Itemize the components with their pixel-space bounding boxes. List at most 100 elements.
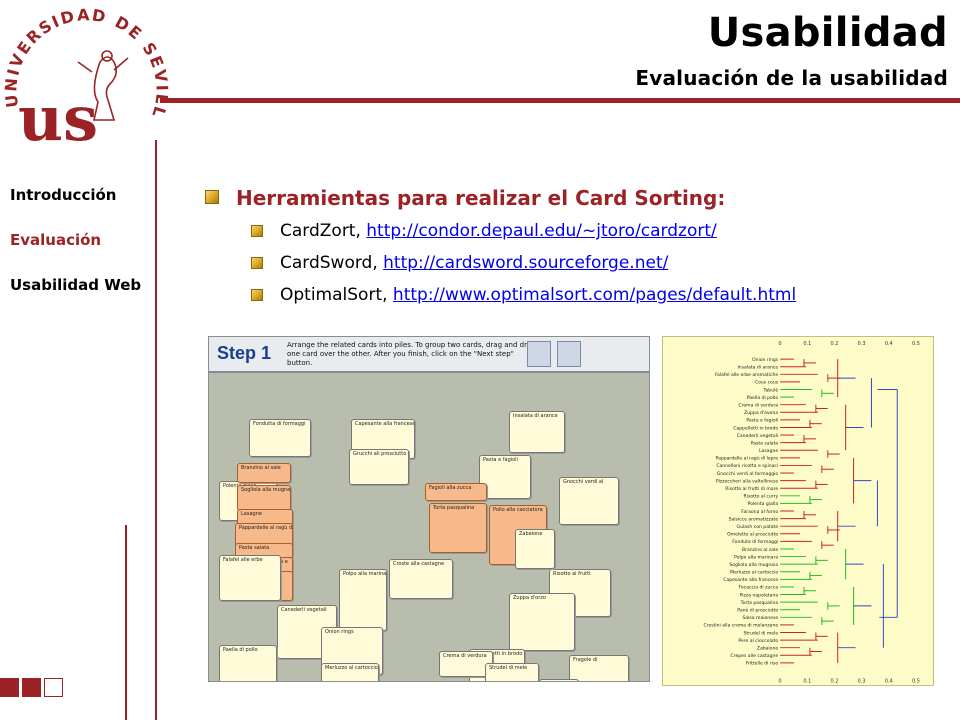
sort-card[interactable]: Paella di pollo — [219, 645, 277, 681]
card-label: Fragole di — [573, 657, 598, 663]
sidebar-divider — [155, 140, 157, 720]
dendrogram-leaf-label: Cous cous — [755, 380, 779, 386]
dendrogram-leaf-label: Insalata di arance — [737, 365, 778, 371]
sort-card[interactable]: Coous cous — [539, 679, 579, 681]
dendrogram-leaf-label: Gulash con patate — [737, 524, 779, 530]
dendrogram-leaf-label: Canederli vegetali — [737, 433, 778, 439]
tool-name: OptimalSort, — [280, 285, 393, 305]
sort-card[interactable]: Polpo alla marinara — [339, 569, 387, 631]
card-label: Grucchi ali prosciutto — [353, 451, 407, 457]
svg-text:us: us — [18, 82, 98, 155]
sort-card[interactable]: Zabaione — [515, 529, 555, 569]
sort-card[interactable]: Gnocchi verdi al — [559, 477, 619, 525]
dendrogram-leaf-label: Branzino al sale — [742, 547, 778, 553]
dendrogram-leaf-label: Pizzoccheri alla valtellinese — [716, 478, 778, 484]
cardzort-toolbar: Step 1 Arrange the related cards into pi… — [209, 337, 649, 373]
page-subtitle: Evaluación de la usabilidad — [635, 66, 948, 90]
bullet-icon — [251, 289, 263, 301]
dendrogram-leaf-label: Merluzzo al cartoccio — [730, 570, 778, 576]
card-label: Branzino al sale — [241, 465, 281, 471]
tool-item-cardsword: CardSword, http://cardsword.sourceforge.… — [251, 253, 669, 273]
exit-button[interactable] — [557, 341, 581, 367]
slide-progress-squares — [0, 678, 63, 697]
sort-card[interactable]: Crema di verdura — [439, 651, 493, 677]
sort-card[interactable]: Branzino al sale — [237, 463, 291, 483]
nav-item-evaluacion[interactable]: Evaluación — [10, 231, 102, 249]
card-label: Coous cous — [540, 680, 578, 681]
dendrogram-leaf-label: Zuppa d'avena — [744, 410, 778, 416]
dendrogram-leaf-label: Salsicce aromatizzate — [729, 516, 779, 522]
scale-tick-label: 0.1 — [803, 341, 811, 347]
step-instructions: Arrange the related cards into piles. To… — [287, 341, 536, 367]
scale-tick-label: 0.5 — [912, 679, 920, 685]
tool-link[interactable]: http://www.optimalsort.com/pages/default… — [392, 285, 797, 305]
card-label: Cappelletti in brodo — [473, 651, 523, 657]
sort-card[interactable]: Falafel alle erbe — [219, 555, 281, 601]
scale-tick-label: 0.2 — [831, 679, 839, 685]
dendrogram-leaf-label: Tabulè — [763, 386, 779, 393]
dendrogram-leaf-label: Zabaione — [757, 645, 779, 651]
scale-tick-label: 0.4 — [885, 341, 893, 347]
dendrogram-leaf-label: Crema di verdura — [738, 402, 778, 408]
card-label: Pollo alla cacciatora — [493, 507, 543, 513]
card-label: Polpo alla marinara — [343, 571, 386, 577]
dendrogram-leaf-label: Crostini alla crema di melanzane — [704, 623, 779, 629]
dendrogram-leaf-label: Focaccia di zucca — [738, 585, 778, 591]
nav-item-introduccion[interactable]: Introducción — [10, 186, 117, 204]
card-label: Pasta salata — [239, 545, 270, 551]
tool-item-optimalsort: OptimalSort, http://www.optimalsort.com/… — [251, 285, 797, 305]
card-label: Merluzzo al cartoccio — [325, 665, 378, 671]
bullet-icon — [251, 257, 263, 269]
card-label: Zuppa d'orzo — [513, 595, 546, 601]
dendrogram-leaf-label: Paella di pollo — [747, 395, 779, 401]
dendrogram-leaf-label: Polpo alla marinara — [734, 554, 778, 560]
cardzort-screenshot: Step 1 Arrange the related cards into pi… — [208, 336, 650, 682]
sort-card[interactable]: Strudel di mele — [485, 663, 539, 681]
bullet-icon — [205, 190, 219, 204]
sort-card[interactable]: Fragole di — [569, 655, 629, 681]
content-heading: Herramientas para realizar el Card Sorti… — [236, 186, 726, 210]
dendrogram-leaf-label: Faraona al forno — [741, 509, 778, 515]
sort-card[interactable]: Fondutta di formaggi — [249, 419, 311, 457]
sort-card[interactable]: Grucchi ali prosciutto — [349, 449, 409, 485]
seal-figure-icon — [77, 50, 129, 121]
sort-card[interactable]: Torta pasqualina — [429, 503, 487, 553]
sort-card[interactable]: Croste alla castagne — [389, 559, 453, 599]
tool-link[interactable]: http://cardsword.sourceforge.net/ — [383, 253, 669, 273]
scale-tick-label: 0 — [779, 679, 782, 685]
card-label: Crema di verdura — [443, 653, 487, 659]
card-label: Strudel di mele — [489, 665, 528, 671]
scale-tick-label: 0 — [779, 341, 782, 347]
sort-card[interactable]: Insalata di arance — [509, 411, 565, 453]
sort-card[interactable]: Fagioli alla zucca — [425, 483, 487, 501]
card-label: Lasagne — [241, 511, 262, 517]
card-label: Fagioli alla zucca — [429, 485, 472, 491]
dendrogram-leaf-label: Torta pasqualina — [740, 600, 779, 606]
card-label: Canederli vegetali — [281, 607, 327, 613]
card-label: Fondutta di formaggi — [253, 421, 306, 427]
dendrogram-leaf-label: Fonduta di formaggi — [732, 539, 778, 545]
card-label: Capesante alla francese — [355, 421, 414, 427]
card-label: Onion rings — [325, 629, 354, 635]
tool-name: CardZort, — [280, 221, 367, 241]
nav-item-usabilidad-web[interactable]: Usabilidad Web — [10, 276, 142, 294]
card-label: Torta pasqualina — [433, 505, 475, 511]
dendrogram-leaf-label: Polenta gialla — [748, 501, 779, 507]
dendrogram-leaf-label: Crepes alle castagne — [731, 653, 779, 659]
sort-card[interactable]: Zuppa d'orzo — [509, 593, 575, 651]
sort-card[interactable]: Merluzzo al cartoccio — [321, 663, 379, 681]
dendrogram-leaf-label: Pasta salata — [751, 440, 779, 446]
next-step-button[interactable] — [527, 341, 551, 367]
dendrogram-leaf-label: Risotto al curry — [744, 494, 779, 500]
card-label: Pasta e fagioli — [483, 457, 518, 463]
dendrogram-leaf-label: Risotto ai frutti di mare — [725, 486, 778, 492]
university-seal-logo: UNIVERSIDAD DE SEVILLA us — [0, 0, 170, 155]
sort-card[interactable]: Pasta e fagioli — [479, 455, 531, 499]
card-label: Insalata di arance — [513, 413, 558, 419]
dendrogram-leaf-label: Strudel di mele — [743, 630, 778, 636]
sort-card[interactable]: Sogliola alla mugnaia — [237, 485, 291, 511]
dendrogram-leaf-label: Falafel alle erbe aromatiche — [715, 372, 778, 378]
dendrogram-leaf-label: Cannelloni ricotta e spinaci — [716, 463, 778, 469]
tool-link[interactable]: http://condor.depaul.edu/~jtoro/cardzort… — [366, 221, 717, 241]
